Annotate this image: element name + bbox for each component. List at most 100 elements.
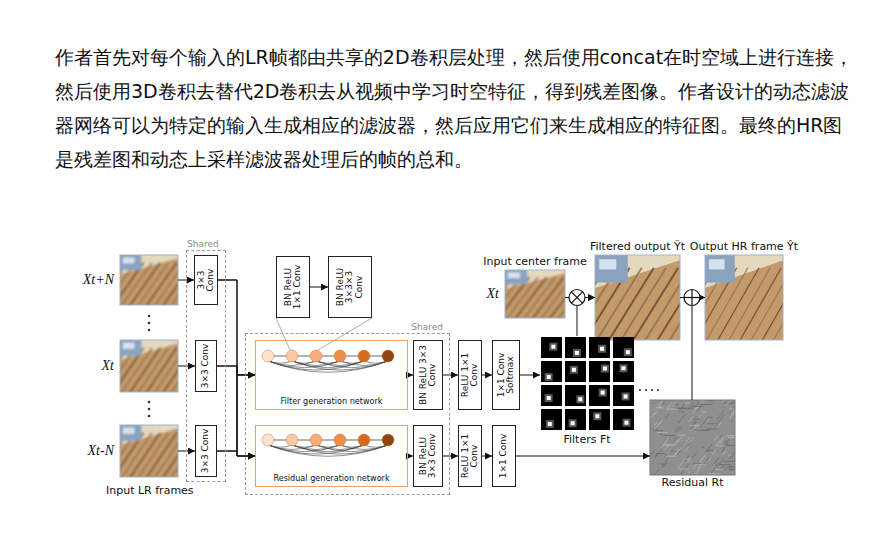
dense-layer (262, 350, 274, 362)
filter-peak (626, 350, 630, 354)
filter-glow (570, 366, 578, 374)
node-label: Input center frame (483, 256, 587, 268)
frame-image (595, 255, 680, 340)
image-stripe (738, 268, 781, 340)
layer-label: BN ReLU 3×3 Conv (419, 343, 438, 407)
image-border (505, 270, 565, 318)
image-border (595, 255, 680, 340)
dense-skip (316, 445, 388, 452)
node-label: Xt (102, 358, 114, 373)
image-highlight (508, 272, 520, 278)
filter-glow (576, 395, 584, 403)
filter-peak (547, 396, 551, 400)
ellipsis-dot (148, 315, 151, 318)
layer-detail-box: BN ReLU 1×1 Conv (276, 256, 310, 318)
leader-line (276, 318, 290, 350)
filter-glow (546, 420, 554, 428)
node-label: Xt+N (83, 272, 114, 287)
layer-label: 3×3 Conv (197, 258, 216, 302)
filter-peak (600, 347, 604, 351)
image-stripe (750, 268, 783, 340)
image-stripe (153, 263, 178, 306)
node-label: Shared (187, 240, 219, 250)
filter-peak (572, 368, 576, 372)
image-stripe (153, 433, 178, 477)
frame-image (705, 255, 783, 340)
group-caption: Input LR frames (106, 484, 194, 498)
connector-arrow (520, 375, 540, 376)
image-border (650, 400, 735, 475)
node-label: Shared (411, 323, 443, 333)
add-symbol (684, 290, 700, 306)
filter-peak (624, 421, 628, 425)
filter-glow (619, 364, 627, 372)
layer-label: BN ReLU 3×3 Conv (419, 428, 438, 484)
dense-link (370, 440, 382, 441)
filter-cell (565, 385, 586, 406)
dense-skip (268, 361, 388, 372)
connector-arrow (482, 375, 492, 376)
filter-peak (551, 345, 555, 349)
ellipsis-dot (148, 408, 151, 411)
connector-arrow (443, 456, 458, 457)
filter-glow (569, 419, 577, 427)
dense-layer (310, 350, 322, 362)
connector-arrow (217, 366, 255, 456)
image-window (505, 270, 527, 284)
filter-peak (548, 422, 552, 426)
layer-label: ReLU 1×1 Conv (461, 343, 480, 407)
filter-cell (589, 409, 610, 430)
ellipsis-dot (148, 322, 151, 325)
frame-image (505, 270, 565, 318)
filter-glow (545, 373, 553, 381)
conv-box: 1×1 Conv Softmax (492, 340, 520, 410)
conv-box: ReLU 1×1 Conv (458, 425, 482, 487)
filter-glow (622, 392, 630, 400)
node-label: Filters Ft (563, 434, 610, 446)
node-label: Residual generation network (256, 474, 407, 483)
filter-glow (599, 389, 607, 397)
filter-peak (575, 351, 579, 355)
image-stripe (539, 277, 565, 318)
layer-label: BN ReLU 3×3×3 Conv (336, 259, 364, 315)
filter-glow (573, 349, 581, 357)
image-highlight (123, 258, 135, 264)
image-window (120, 255, 141, 270)
filter-cell (613, 337, 634, 358)
connector-arrow (516, 456, 650, 457)
filter-glow (598, 345, 606, 353)
connector-arrow (217, 375, 255, 451)
dense-skip (292, 361, 388, 370)
filter-cell (541, 361, 562, 382)
connector-arrow (218, 280, 255, 456)
filter-glow (622, 419, 630, 427)
filter-peak (601, 391, 605, 395)
dense-skip (316, 361, 388, 368)
image-highlight (123, 428, 135, 434)
filter-peak (624, 394, 628, 398)
image-window (595, 255, 628, 283)
conv-box: ReLU 1×1 Conv (458, 340, 482, 410)
filter-peak (547, 375, 551, 379)
connector-arrow (217, 366, 255, 375)
image-window (705, 255, 735, 283)
dense-skip (268, 445, 388, 456)
input-frame: Xt-N (120, 425, 178, 477)
filter-cell (565, 337, 586, 358)
filter-cell (613, 361, 634, 382)
image-highlight (709, 259, 725, 269)
conv-box: 3×3 Conv (194, 255, 218, 305)
image-highlight (123, 343, 135, 349)
image-border (120, 340, 178, 392)
filter-cell (589, 361, 610, 382)
description-paragraph: 作者首先对每个输入的LR帧都由共享的2D卷积层处理，然后使用concat在时空域… (55, 40, 855, 176)
filter-peak (621, 366, 625, 370)
operator-symbols (569, 290, 700, 306)
dense-layer (358, 350, 370, 362)
connector-arrow (310, 287, 328, 288)
dense-link (370, 356, 382, 357)
dense-link (346, 440, 358, 441)
layer-label: ReLU 1×1 Conv (461, 428, 480, 484)
filter-peak (571, 421, 575, 425)
